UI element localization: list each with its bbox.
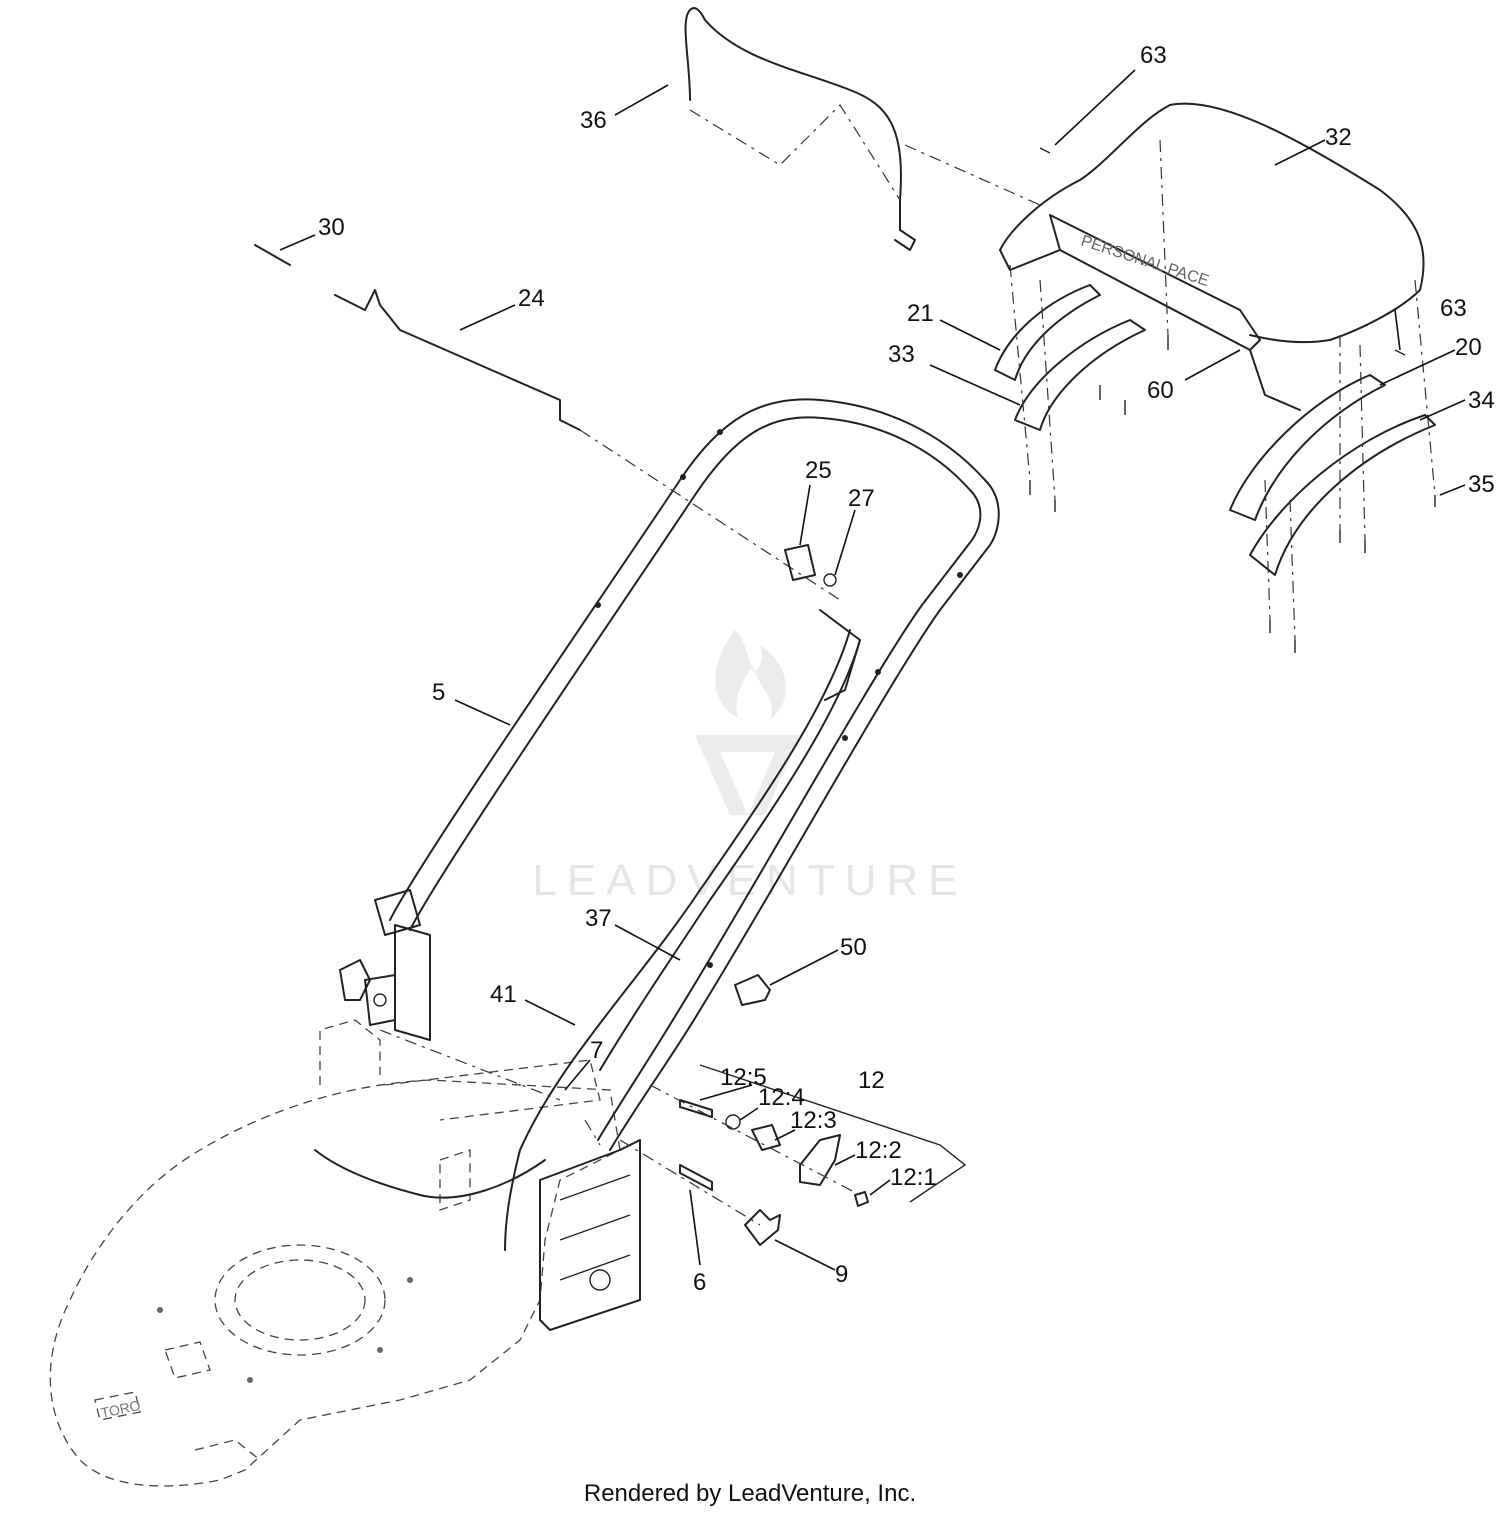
callout-36: 36 bbox=[580, 107, 607, 134]
callout-27: 27 bbox=[848, 485, 875, 512]
callout-34: 34 bbox=[1468, 387, 1495, 414]
callout-41: 41 bbox=[490, 981, 517, 1008]
callout-30: 30 bbox=[318, 214, 345, 241]
alignment-lines bbox=[379, 139, 1436, 1146]
svg-text:TORO: TORO bbox=[99, 1397, 142, 1421]
callout-12-2: 12:2 bbox=[855, 1137, 902, 1164]
pin-6-knob-9 bbox=[619, 1139, 781, 1246]
control-cables bbox=[314, 609, 861, 1251]
callout-32: 32 bbox=[1325, 124, 1352, 151]
rod-24 bbox=[254, 244, 841, 601]
callout-50: 50 bbox=[840, 934, 867, 961]
callout-63-right: 63 bbox=[1440, 295, 1467, 322]
knob-50 bbox=[734, 974, 771, 1006]
callout-33: 33 bbox=[888, 341, 915, 368]
callout-12-4: 12:4 bbox=[758, 1084, 805, 1111]
leader-lines bbox=[279, 69, 1466, 1271]
callout-6: 6 bbox=[693, 1269, 706, 1296]
callout-12-1: 12:1 bbox=[890, 1164, 937, 1191]
callout-25: 25 bbox=[805, 457, 832, 484]
callout-21: 21 bbox=[907, 300, 934, 327]
render-credit: Rendered by LeadVenture, Inc. bbox=[583, 1480, 917, 1507]
handle-tube bbox=[389, 398, 1000, 1151]
callout-7: 7 bbox=[590, 1037, 603, 1064]
callout-24: 24 bbox=[518, 285, 545, 312]
svg-text:PERSONAL PACE: PERSONAL PACE bbox=[1079, 233, 1211, 290]
callout-12-3: 12:3 bbox=[790, 1107, 837, 1134]
watermark-text: LEADVENTURE bbox=[532, 856, 967, 905]
grip-right bbox=[1229, 374, 1436, 576]
callout-35: 35 bbox=[1468, 471, 1495, 498]
callout-37: 37 bbox=[585, 905, 612, 932]
callout-9: 9 bbox=[835, 1261, 848, 1288]
height-adjuster-12 bbox=[649, 1064, 967, 1207]
rear-bracket bbox=[339, 889, 641, 1331]
callout-60: 60 bbox=[1147, 377, 1174, 404]
callout-12: 12 bbox=[858, 1067, 885, 1094]
bail-36 bbox=[684, 7, 916, 251]
callout-12-5: 12:5 bbox=[720, 1064, 767, 1091]
grip-left bbox=[994, 284, 1146, 431]
watermark: LEADVENTURE bbox=[532, 630, 967, 905]
callout-5: 5 bbox=[432, 679, 445, 706]
pivot-25-27 bbox=[784, 544, 837, 587]
callout-20: 20 bbox=[1455, 334, 1482, 361]
callout-63-top: 63 bbox=[1140, 42, 1167, 69]
screws bbox=[1029, 147, 1436, 653]
callouts: 63 36 32 30 24 21 63 33 60 20 34 25 27 3… bbox=[318, 42, 1495, 1296]
